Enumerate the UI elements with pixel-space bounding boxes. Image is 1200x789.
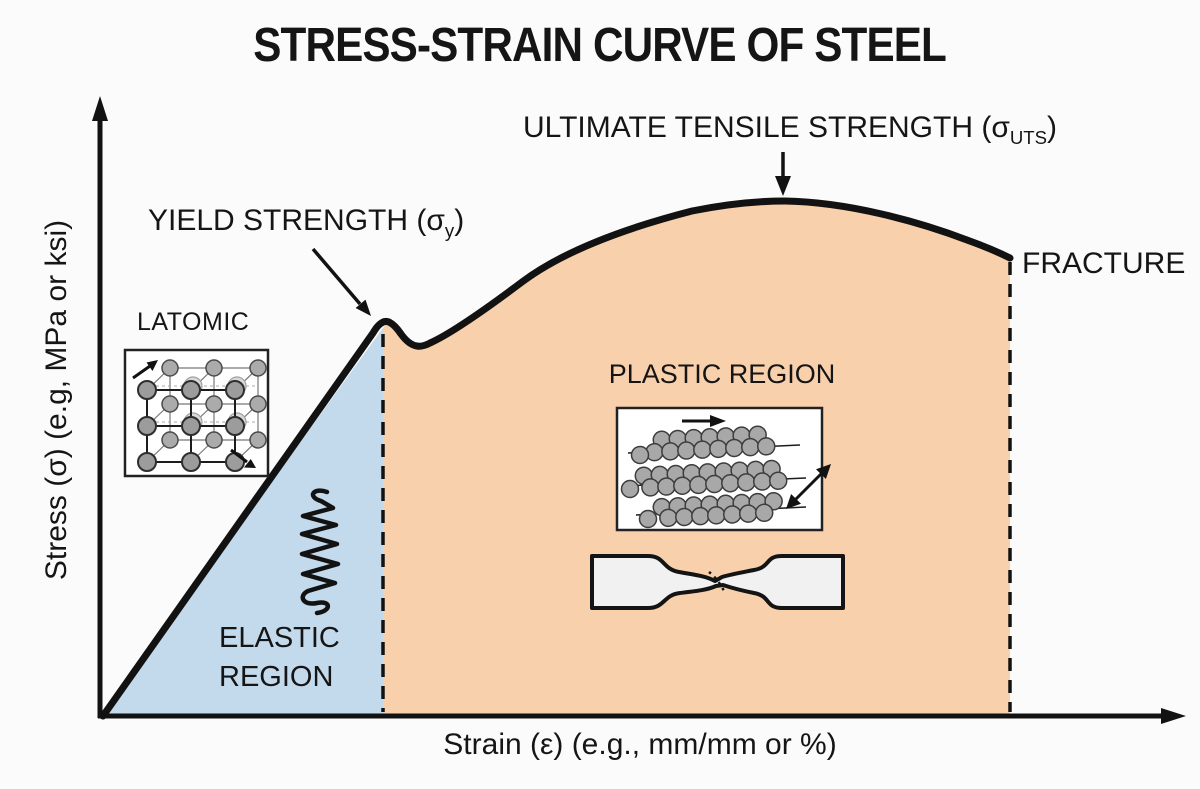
page-title: STRESS-STRAIN CURVE OF STEEL (253, 19, 948, 72)
x-axis-label: Strain (ε) (e.g., mm/mm or %) (443, 728, 837, 761)
spring-icon (299, 488, 341, 616)
x-axis-arrowhead-icon (1161, 708, 1186, 724)
uts-arrow-icon (775, 152, 791, 196)
elastic-region-label: ELASTIC REGION (219, 622, 340, 693)
atomic-lattice-illustration (123, 348, 270, 478)
y-axis-label: Stress (σ) (e.g, MPa or ksi) (40, 219, 73, 581)
yield-arrow-icon (311, 247, 371, 316)
slip-arrows-icon (682, 415, 831, 509)
specimen-crack-icon (708, 571, 726, 592)
fracture-annotation: FRACTURE (1022, 247, 1186, 280)
stress-strain-curve (99, 197, 1014, 720)
plastic-region-label: PLASTIC REGION (608, 359, 836, 389)
tensile-specimen-illustration (590, 554, 845, 610)
lattice-shear-arrows-icon (132, 360, 256, 468)
yield-annotation: YIELD STRENGTH (σy) (148, 204, 465, 241)
atomic-box-label: LATOMIC (137, 308, 250, 336)
plastic-slip-illustration (615, 406, 831, 532)
uts-annotation: ULTIMATE TENSILE STRENGTH (σUTS) (522, 111, 1058, 148)
y-axis-arrowhead-icon (92, 96, 108, 121)
